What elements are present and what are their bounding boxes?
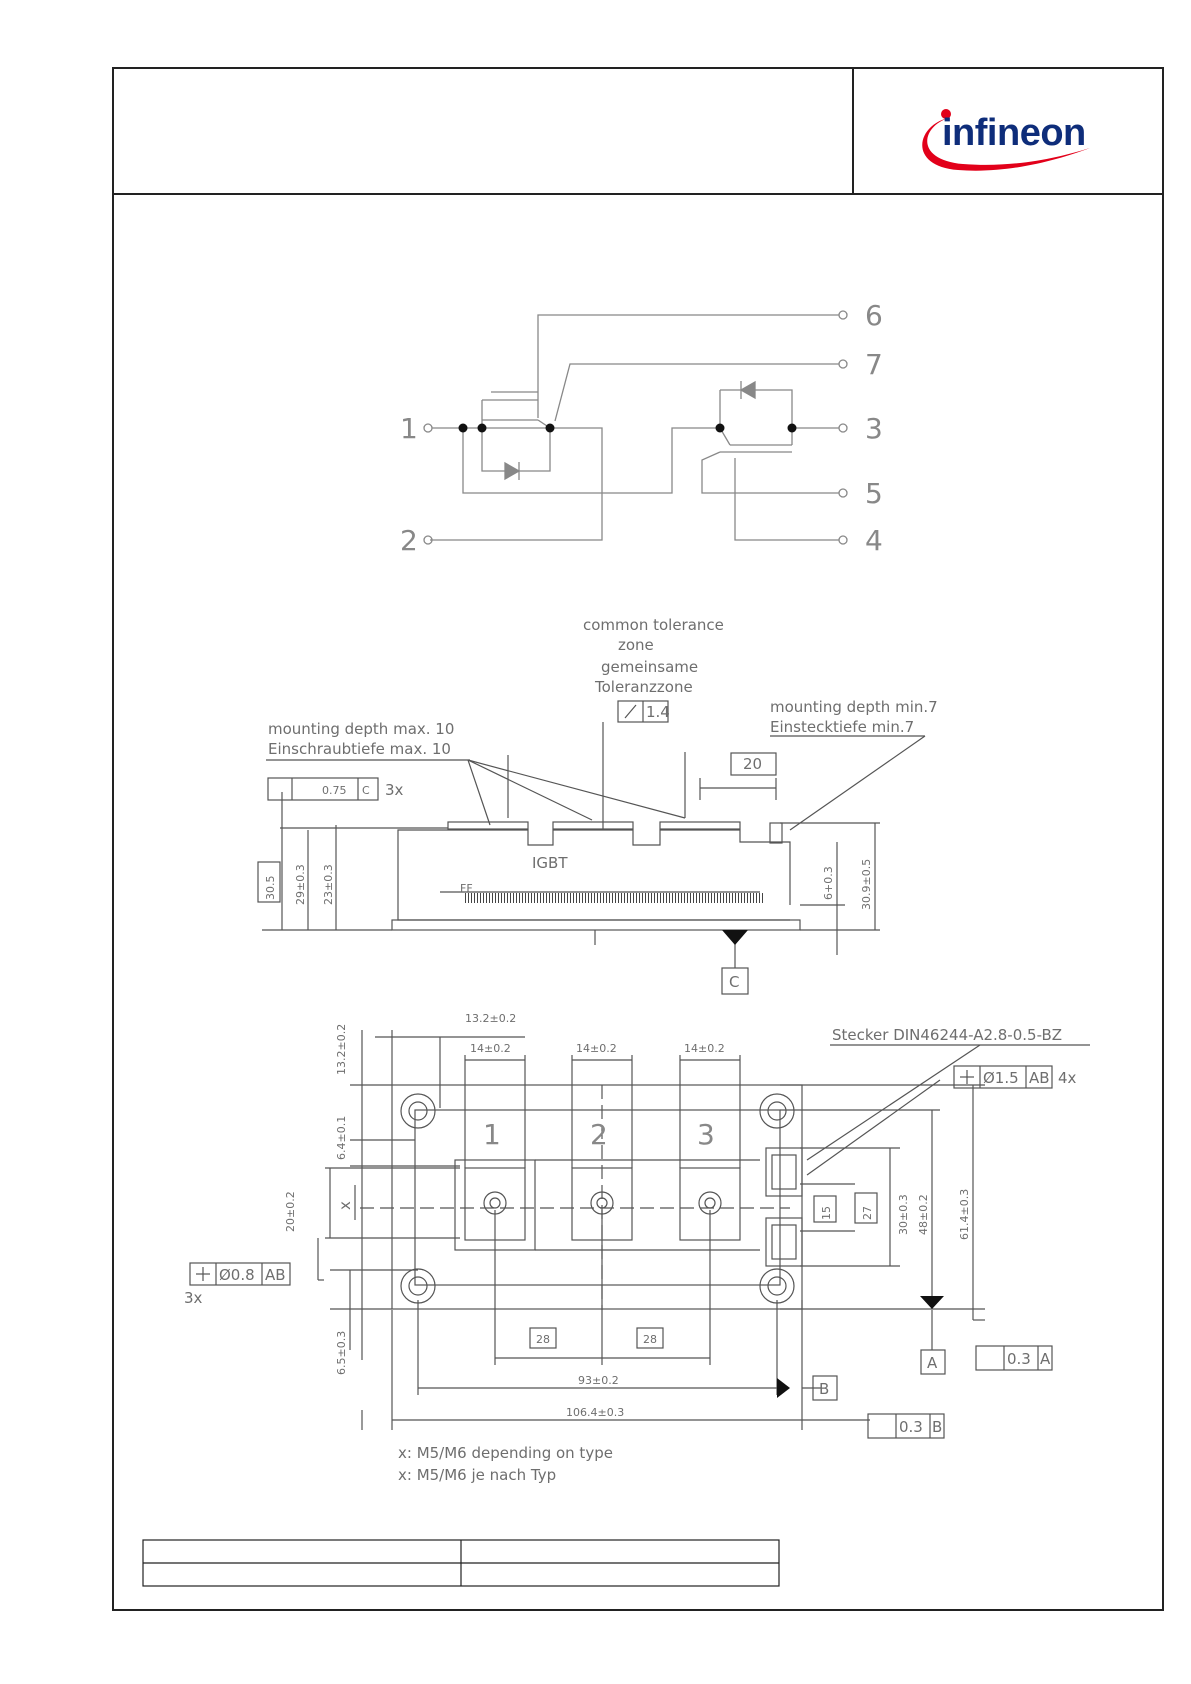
dim-28-a: 28	[536, 1333, 550, 1346]
mount-max-de: Einschraubtiefe max. 10	[268, 740, 451, 758]
count-3x-top: 3x	[184, 1289, 203, 1307]
note-de: x: M5/M6 je nach Typ	[398, 1466, 556, 1484]
flatness-tolerance: 1.4	[646, 703, 670, 721]
common-zone-en-2: zone	[618, 636, 654, 654]
circuit-diagram	[423, 310, 848, 545]
dim-14-c: 14±0.2	[684, 1042, 725, 1055]
datum-a-label: A	[927, 1354, 938, 1372]
parallel-ref: C	[362, 784, 370, 797]
dim-14-a: 14±0.2	[470, 1042, 511, 1055]
count-4x: 4x	[1058, 1069, 1077, 1087]
circuit-nodes	[458, 423, 797, 433]
pin-label-5: 5	[865, 477, 883, 510]
logo-dot	[941, 109, 951, 119]
pos-tol-2: Ø0.8	[219, 1266, 255, 1284]
parallel-tol: 0.75	[322, 784, 347, 797]
datum-a-triangle	[920, 1296, 944, 1309]
dim-106-4: 106.4±0.3	[566, 1406, 624, 1419]
dim-27: 27	[861, 1206, 874, 1220]
mount-max-en: mounting depth max. 10	[268, 720, 454, 738]
pin-label-2: 2	[400, 524, 418, 557]
dim-20-side: 20	[743, 755, 762, 773]
datum-b-label: B	[819, 1380, 829, 1398]
sheet-border	[112, 67, 1164, 1611]
dim-61-4: 61.4±0.3	[958, 1189, 971, 1240]
side-view-drawing	[257, 722, 926, 995]
pin-label-1: 1	[400, 412, 418, 445]
sym-ref-a: A	[1040, 1350, 1051, 1368]
pin-label-3: 3	[865, 412, 883, 445]
dim-20-top: 20±0.2	[284, 1191, 297, 1232]
dim-14-b: 14±0.2	[576, 1042, 617, 1055]
x-label: x	[336, 1201, 354, 1210]
mount-min-de: Einstecktiefe min.7	[770, 718, 914, 736]
dim-23: 23±0.3	[322, 864, 335, 905]
logo-wordmark: infineon	[942, 112, 1086, 154]
datum-c-label: C	[729, 973, 739, 991]
flatness-frame	[617, 700, 669, 723]
pos-ref-2: AB	[265, 1266, 286, 1284]
pin-label-7: 7	[865, 348, 883, 381]
dim-30: 30±0.3	[897, 1194, 910, 1235]
datum-c-triangle	[722, 930, 748, 945]
dim-15: 15	[820, 1206, 833, 1220]
pin-label-4: 4	[865, 524, 883, 557]
pin-label-6: 6	[865, 299, 883, 332]
dim-6-5: 6.5±0.3	[335, 1331, 348, 1375]
pos-ref-1: AB	[1029, 1069, 1050, 1087]
dim-30-9: 30.9±0.5	[860, 859, 873, 910]
common-zone-en-1: common tolerance	[583, 616, 724, 634]
pos-tol-1: Ø1.5	[983, 1069, 1019, 1087]
datum-b-triangle	[777, 1378, 790, 1398]
terminal-2-label: 2	[590, 1118, 608, 1151]
marking-igbt: IGBT	[532, 854, 568, 872]
dim-13-2-horizontal: 13.2±0.2	[465, 1012, 516, 1025]
dim-13-2-vertical: 13.2±0.2	[335, 1024, 348, 1075]
common-zone-de-2: Toleranzzone	[594, 678, 693, 696]
note-en: x: M5/M6 depending on type	[398, 1444, 613, 1462]
mount-min-en: mounting depth min.7	[770, 698, 938, 716]
top-view-drawing	[189, 1030, 1090, 1439]
infineon-logo	[922, 109, 1090, 171]
logo-swoosh	[922, 118, 1090, 171]
dim-48: 48±0.2	[917, 1194, 930, 1235]
sym-ref-b: B	[932, 1418, 942, 1436]
connector-spec: Stecker DIN46244-A2.8-0.5-BZ	[832, 1026, 1062, 1044]
terminal-1-label: 1	[483, 1118, 501, 1151]
dim-30-5: 30.5	[264, 876, 277, 901]
parallel-3x: 3x	[385, 781, 404, 799]
common-zone-de-1: gemeinsame	[601, 658, 698, 676]
terminal-3-label: 3	[697, 1118, 715, 1151]
dim-28-b: 28	[643, 1333, 657, 1346]
dim-29: 29±0.3	[294, 864, 307, 905]
title-block-table	[142, 1539, 780, 1587]
sym-tol-a: 0.3	[1007, 1350, 1031, 1368]
dim-93: 93±0.2	[578, 1374, 619, 1387]
sym-tol-b: 0.3	[899, 1418, 923, 1436]
dim-6-4: 6.4±0.1	[335, 1116, 348, 1160]
marking-ff: FF	[460, 882, 473, 895]
dim-6: 6+0.3	[822, 866, 835, 900]
